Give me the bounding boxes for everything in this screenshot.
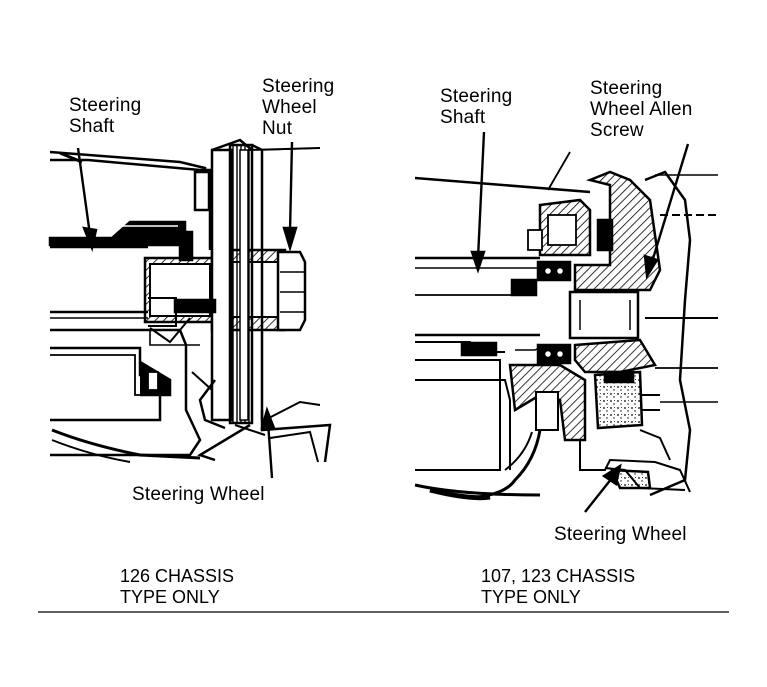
left-hub-plate <box>148 138 321 430</box>
left-column-housing <box>48 150 207 463</box>
label-line: Steering <box>440 86 513 107</box>
left-steering-wheel-body <box>197 400 332 463</box>
label-line: Nut <box>262 118 293 139</box>
right-steering-wheel-allen-screw-label: Steering Wheel Allen Screw <box>590 78 693 141</box>
right-caption: 107, 123 CHASSIS TYPE ONLY <box>481 566 635 608</box>
left-steering-wheel-label: Steering Wheel <box>132 484 265 505</box>
label-line: Shaft <box>69 116 115 137</box>
caption-line: 126 CHASSIS <box>120 566 235 586</box>
left-steering-shaft-label: Steering Shaft <box>69 95 141 137</box>
left-caption: 126 CHASSIS TYPE ONLY <box>120 566 234 608</box>
label-line: Steering <box>590 78 663 99</box>
label-line: Shaft <box>440 107 486 128</box>
caption-line: 107, 123 CHASSIS <box>481 566 636 586</box>
left-steering-wheel-nut-label: Steering Wheel Nut <box>262 76 334 139</box>
label-line: Screw <box>590 120 644 141</box>
right-leader-lines <box>470 131 690 513</box>
left-leader-lines <box>76 141 298 479</box>
right-steering-shaft-label: Steering Shaft <box>440 86 512 128</box>
right-steering-wheel-label: Steering Wheel <box>554 524 687 545</box>
label-line: Steering <box>69 95 142 116</box>
label-line: Wheel Allen <box>590 99 693 120</box>
caption-line: TYPE ONLY <box>120 587 220 607</box>
right-steering-wheel-body <box>469 170 718 500</box>
right-column-housing <box>414 151 591 501</box>
label-line: Steering <box>262 76 335 97</box>
caption-line: TYPE ONLY <box>481 587 581 607</box>
label-line: Wheel <box>262 97 317 118</box>
right-hub-assembly <box>508 170 662 442</box>
